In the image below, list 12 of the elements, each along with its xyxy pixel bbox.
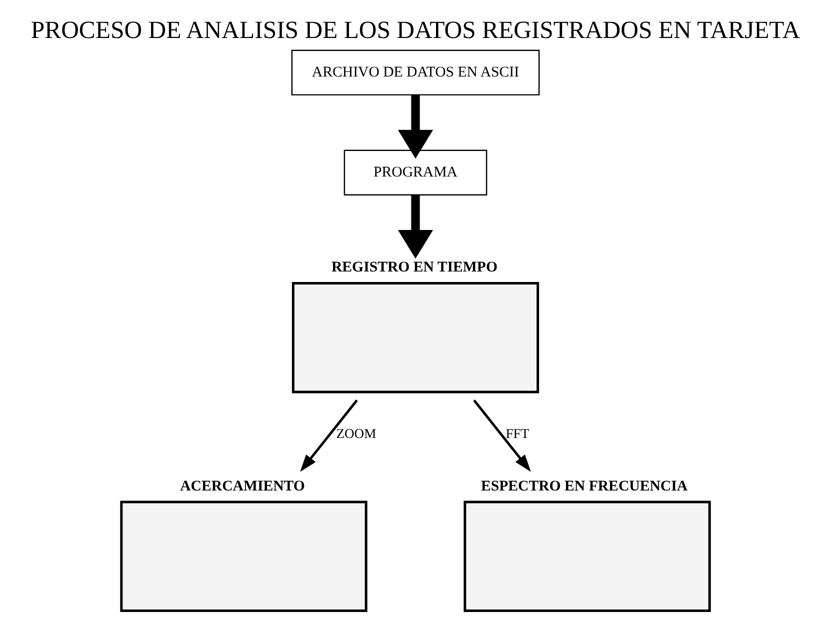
- edge-label: ZOOM: [336, 426, 376, 442]
- node-label: ESPECTRO EN FRECUENCIA: [480, 478, 688, 494]
- node-label: ACERCAMIENTO: [180, 478, 304, 494]
- edge-label: FFT: [505, 426, 529, 442]
- node-box: PROGRAMA: [343, 150, 487, 196]
- node-box: ARCHIVO DE DATOS EN ASCII: [290, 50, 540, 96]
- node-label: REGISTRO EN TIEMPO: [330, 260, 497, 276]
- arrow: [397, 195, 433, 259]
- diagram-title: PROCESO DE ANALISIS DE LOS DATOS REGISTRADOS EN TARJETA: [30, 16, 800, 44]
- arrow: [397, 95, 433, 159]
- arrow: [300, 400, 358, 472]
- arrow: [472, 400, 530, 472]
